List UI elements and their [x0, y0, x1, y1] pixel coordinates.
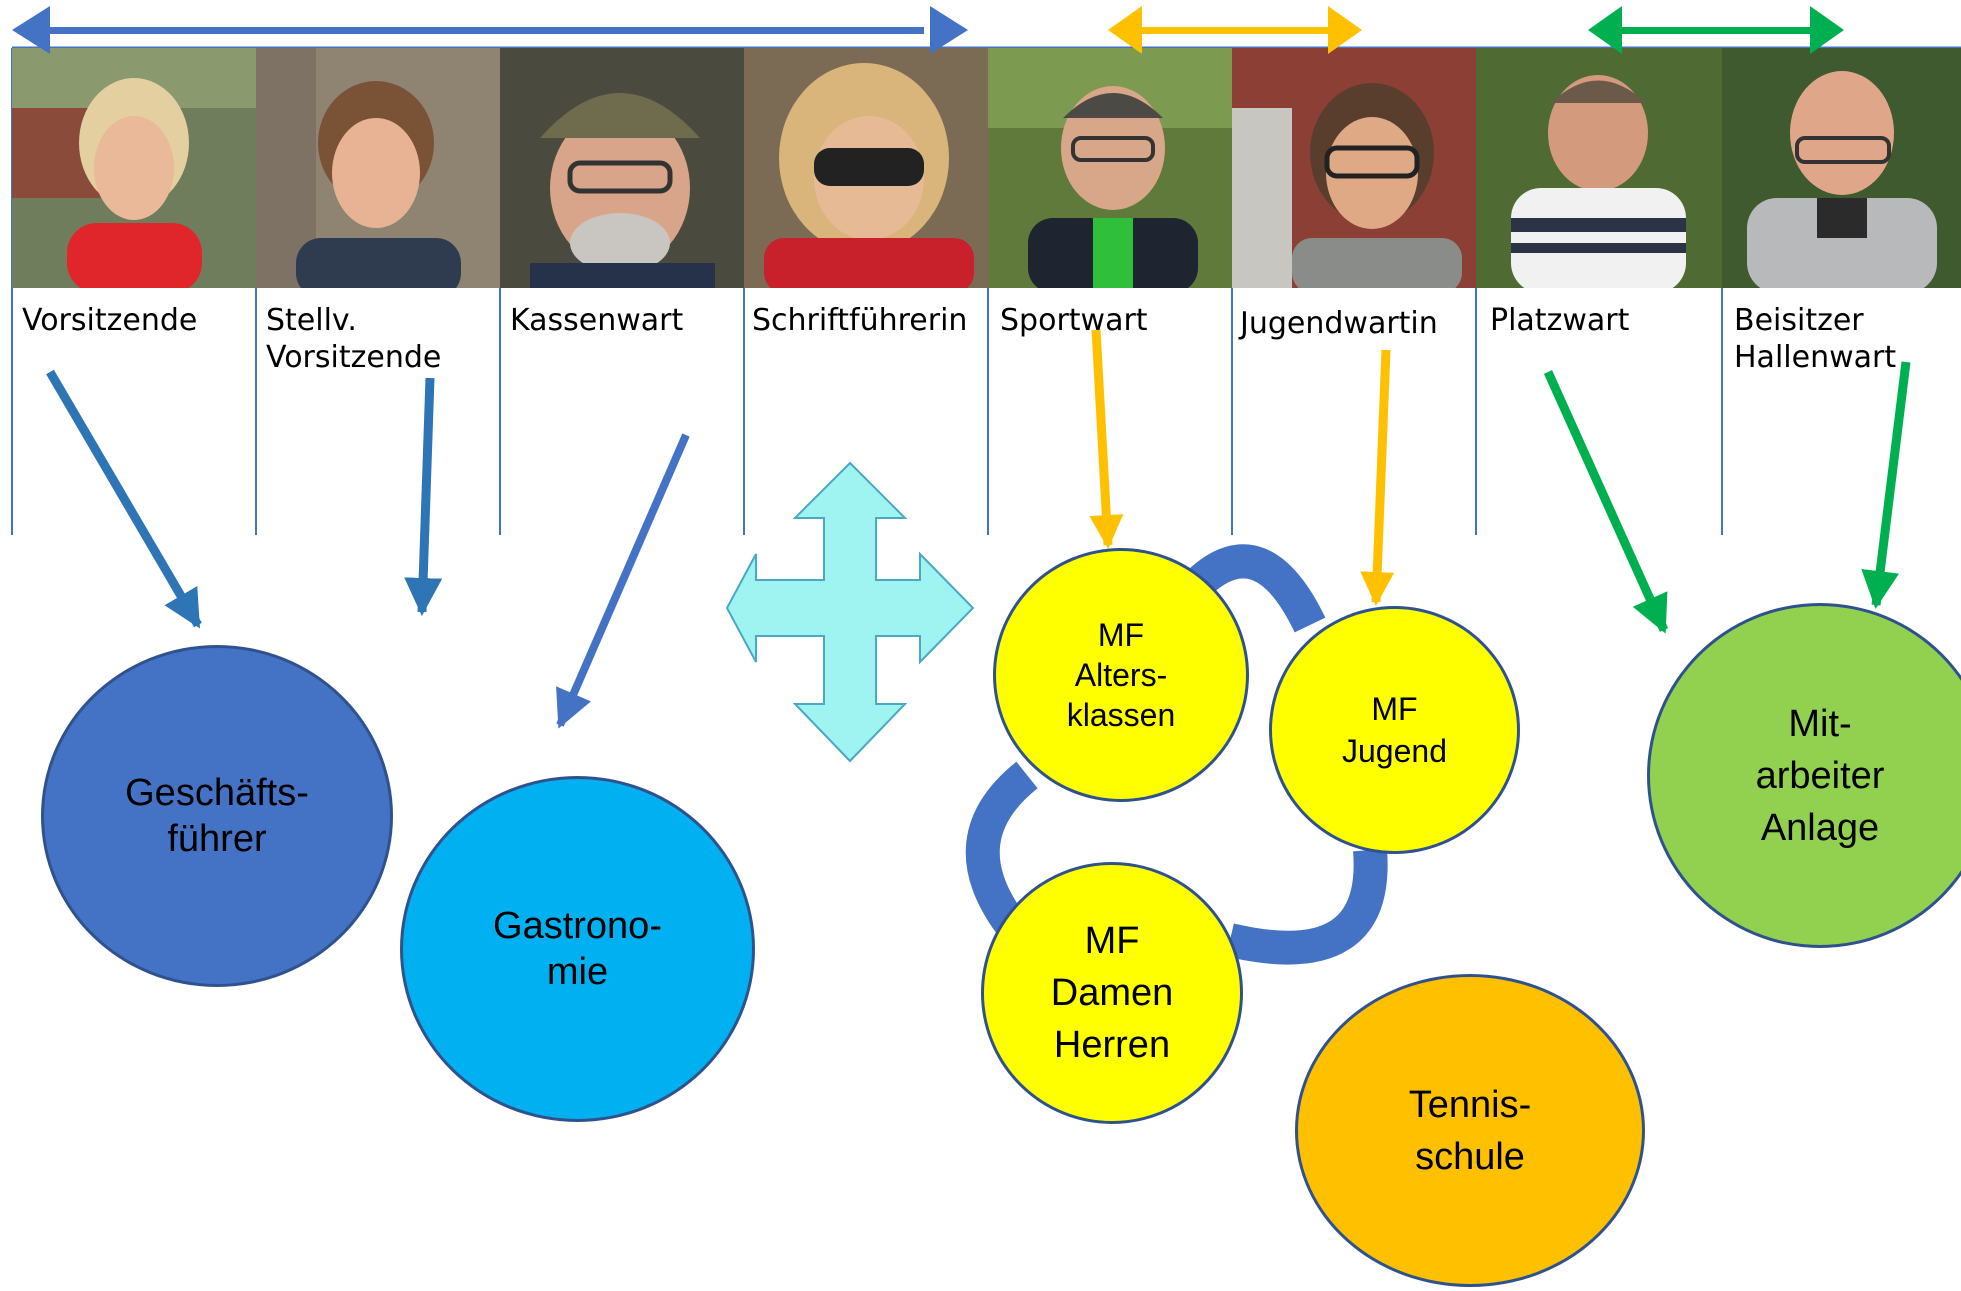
four-way-cross-icon — [725, 461, 975, 763]
double-arrow-facility-green — [1588, 6, 1844, 54]
circle-tennisschule-label: Tennis- schule — [1408, 1083, 1532, 1178]
circle-mf-altersklassen-label: MF Alters- klassen — [1066, 617, 1176, 733]
photo-vorsitzende — [12, 48, 256, 288]
connector-altersklassen-jugend — [1188, 544, 1326, 633]
circle-gastronomie: Gastrono- mie — [400, 776, 755, 1122]
arrow-kassenwart-to-gastronomie — [556, 433, 690, 729]
circle-tennisschule: Tennis- schule — [1295, 974, 1645, 1287]
arrow-stellv-to-geschaeftsfuehrer — [404, 377, 443, 616]
arrow-sportwart-to-mf-altersklassen — [1089, 329, 1124, 549]
role-label-beisitzer-hallenwart: Beisitzer Hallenwart — [1734, 303, 1897, 375]
photo-jugendwartin — [1232, 48, 1476, 288]
photo-stellv-vorsitzende — [256, 48, 500, 288]
photo-beisitzer-hallenwart — [1722, 48, 1961, 288]
photo-schriftfuehrerin — [744, 48, 988, 288]
arrow-hallenwart-to-mitarbeiter — [1861, 361, 1911, 609]
role-label-vorsitzende: Vorsitzende — [22, 303, 198, 338]
double-arrow-sport-gold — [1108, 6, 1362, 54]
connector-altersklassen-damen — [965, 761, 1038, 934]
circle-mf-damen-herren-label: MF Damen Herren — [1050, 920, 1174, 1066]
role-label-stellv-vorsitzende: Stellv. Vorsitzende — [266, 303, 442, 375]
circle-mf-jugend: MF Jugend — [1269, 606, 1520, 854]
circle-mitarbeiter-anlage: Mit- arbeiter Anlage — [1647, 603, 1961, 948]
arrow-platzwart-to-mitarbeiter — [1543, 370, 1669, 634]
circle-geschaeftsfuehrer-label: Geschäfts- führer — [125, 772, 309, 860]
photo-kassenwart — [500, 48, 744, 288]
circle-gastronomie-label: Gastrono- mie — [493, 905, 662, 993]
arrow-jugendwartin-to-mf-jugend — [1360, 349, 1395, 606]
circle-mitarbeiter-anlage-label: Mit- arbeiter Anlage — [1755, 702, 1885, 849]
circle-mf-damen-herren: MF Damen Herren — [981, 862, 1243, 1124]
arrow-vorsitzende-to-geschaeftsfuehrer — [46, 369, 202, 629]
circle-mf-jugend-label: MF Jugend — [1342, 691, 1447, 769]
double-arrow-board-blue — [12, 6, 968, 54]
connector-jugend-damen — [1226, 848, 1388, 965]
photo-platzwart — [1476, 48, 1722, 288]
role-label-platzwart: Platzwart — [1490, 303, 1630, 338]
circle-mf-altersklassen: MF Alters- klassen — [993, 548, 1249, 802]
circle-geschaeftsfuehrer: Geschäfts- führer — [41, 645, 393, 987]
role-label-sportwart: Sportwart — [1000, 303, 1148, 338]
role-label-schriftfuehrerin: Schriftführerin — [752, 303, 968, 338]
role-label-jugendwartin: Jugendwartin — [1240, 306, 1438, 341]
role-label-kassenwart: Kassenwart — [510, 303, 684, 338]
photo-sportwart — [988, 48, 1232, 288]
